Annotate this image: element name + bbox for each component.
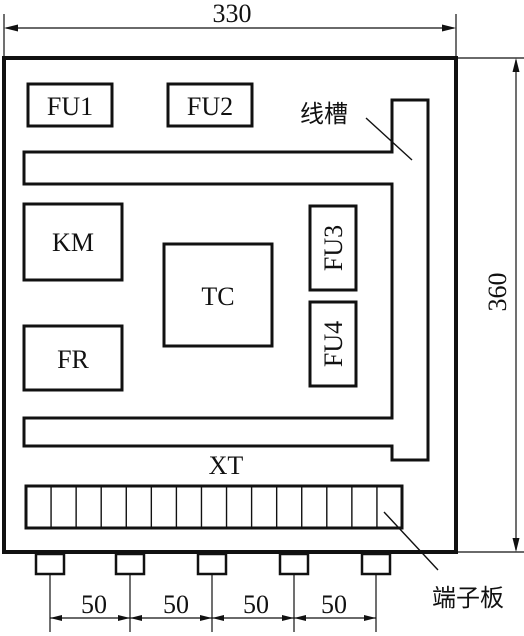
- width-dimension: 330: [3, 0, 457, 56]
- spacing-label-1: 50: [81, 590, 107, 619]
- spacing-label-3: 50: [243, 590, 269, 619]
- mounting-foot: [360, 552, 392, 576]
- height-dimension-label: 360: [483, 273, 512, 312]
- dimension-arrowhead: [118, 615, 130, 621]
- terminal-board-callout: 端子板: [383, 511, 504, 612]
- fuse-fu3: FU3: [308, 204, 358, 292]
- dimension-arrowhead: [294, 615, 306, 621]
- dimension-arrowhead: [212, 615, 224, 621]
- fu2-label: FU2: [187, 92, 233, 121]
- mounting-feet: [34, 552, 392, 576]
- mounting-foot: [114, 552, 146, 576]
- terminal-strip-xt: [24, 484, 404, 530]
- panel-outline: [2, 56, 458, 554]
- fuse-fu4: FU4: [308, 300, 358, 388]
- fu1-label: FU1: [47, 92, 93, 121]
- mounting-foot: [34, 552, 66, 576]
- thermal-relay-fr: FR: [22, 324, 124, 392]
- dimension-arrowhead: [50, 615, 62, 621]
- km-label: KM: [52, 228, 94, 257]
- height-dimension: 360: [458, 57, 524, 553]
- dimension-arrowhead: [282, 615, 294, 621]
- dimension-arrowhead: [200, 615, 212, 621]
- dimension-arrowhead: [364, 615, 376, 621]
- wire-duct-callout-label: 线槽: [300, 100, 348, 128]
- spacing-label-2: 50: [163, 590, 189, 619]
- fu4-label: FU4: [319, 321, 348, 367]
- xt-label: XT: [209, 451, 244, 480]
- tc-label: TC: [201, 282, 234, 311]
- width-dimension-label: 330: [213, 0, 252, 28]
- wire-duct-callout: 线槽: [300, 100, 413, 161]
- spacing-label-4: 50: [321, 590, 347, 619]
- wire-duct: [22, 98, 430, 462]
- dimension-arrowhead: [130, 615, 142, 621]
- terminal-dividers: [50, 486, 378, 528]
- fuse-fu2: FU2: [166, 82, 254, 128]
- transformer-tc: TC: [162, 242, 274, 348]
- spacing-dimension: 50 50 50 50: [49, 574, 377, 632]
- fu3-label: FU3: [319, 225, 348, 271]
- fuse-fu1: FU1: [26, 82, 114, 128]
- contactor-km: KM: [22, 202, 124, 282]
- mounting-foot: [278, 552, 310, 576]
- mounting-foot: [196, 552, 228, 576]
- terminal-board-callout-label: 端子板: [432, 584, 504, 612]
- fr-label: FR: [57, 345, 89, 374]
